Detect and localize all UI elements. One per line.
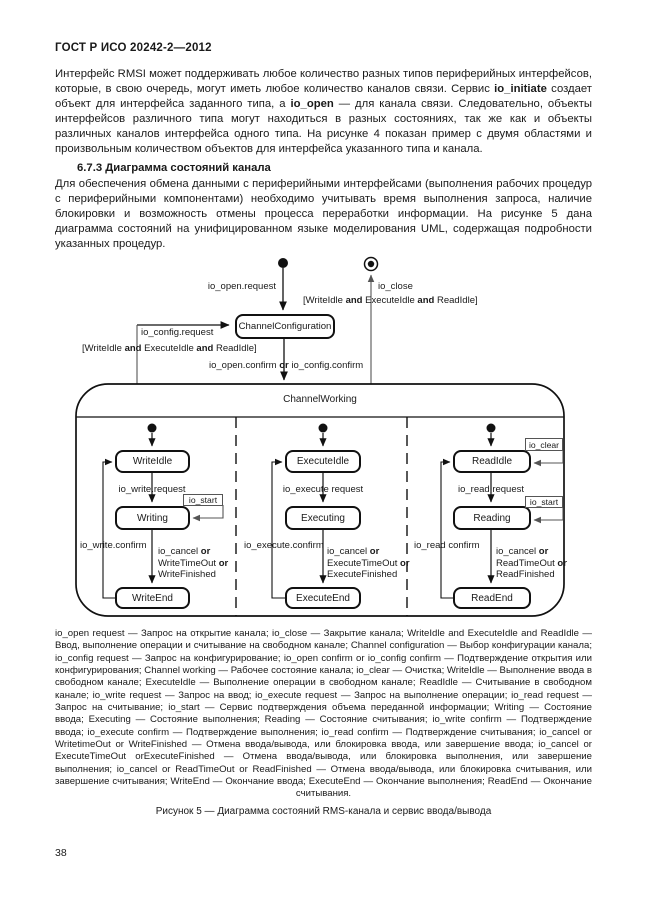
label-io-clear: io_clear: [525, 438, 563, 451]
state-reading: Reading: [453, 506, 531, 530]
state-write-idle: WriteIdle: [115, 450, 190, 473]
label-io-config-request: io_config.request: [141, 327, 214, 338]
state-executing: Executing: [285, 506, 361, 530]
label-io-execute-request: io_execute request: [282, 484, 364, 495]
top-transition-arrows: [137, 268, 288, 381]
label-io-start-read: io_start: [525, 496, 563, 508]
initial-state-icon: [278, 258, 288, 268]
document-header: ГОСТ Р ИСО 20242-2—2012: [55, 42, 212, 54]
state-channel-working-title: ChannelWorking: [283, 394, 357, 405]
label-write-cancel: io_cancel or WriteTimeOut or WriteFinish…: [158, 546, 229, 580]
state-write-end: WriteEnd: [115, 587, 190, 609]
state-execute-end: ExecuteEnd: [285, 587, 361, 609]
final-state-icon: [363, 256, 379, 272]
state-diagram: ChannelConfiguration ChannelWorking Writ…: [0, 230, 646, 625]
paragraph-intro: Интерфейс RMSI может поддерживать любое …: [55, 68, 593, 155]
label-io-read-confirm: io_read confirm: [414, 540, 480, 551]
paragraph-states: Для обеспечения обмена данными с перифер…: [55, 178, 592, 250]
label-execute-cancel: io_cancel or ExecuteTimeOut or ExecuteFi…: [327, 546, 410, 580]
label-io-close: io_close: [378, 281, 413, 292]
state-read-idle: ReadIdle: [453, 450, 531, 473]
region-initial-state-icons: [147, 423, 496, 433]
label-config-guard: [WriteIdle and ExecuteIdle and ReadIdle]: [82, 343, 257, 354]
state-execute-idle: ExecuteIdle: [285, 450, 361, 473]
state-read-end: ReadEnd: [453, 587, 531, 609]
label-io-open-request: io_open.request: [207, 281, 276, 292]
region-transition-arrows: [148, 433, 495, 584]
figure-legend: io_open request — Запрос на открытие кан…: [55, 628, 592, 800]
state-writing: Writing: [115, 506, 190, 530]
label-close-guard: [WriteIdle and ExecuteIdle and ReadIdle]: [303, 295, 478, 306]
label-read-cancel: io_cancel or ReadTimeOut or ReadFinished: [496, 546, 567, 580]
label-open-or-config-confirm: io_open.confirm or io_config.confirm: [209, 360, 364, 371]
label-io-write-request: io_write.request: [118, 484, 186, 495]
label-io-start-write: io_start: [183, 494, 223, 506]
figure-caption: Рисунок 5 — Диаграмма состояний RMS-кана…: [155, 806, 492, 817]
label-io-write-confirm: io_write.confirm: [80, 540, 147, 551]
diagram-lines: [75, 256, 565, 617]
page-number: 38: [55, 847, 67, 859]
label-io-read-request: io_read.request: [457, 484, 525, 495]
self-transition-loops: [192, 451, 564, 524]
state-channel-configuration: ChannelConfiguration: [235, 314, 335, 339]
confirm-return-arrows: [102, 458, 453, 599]
guarded-transition-lines: [136, 274, 375, 384]
label-io-execute-confirm: io_execute.confirm: [244, 540, 324, 551]
section-heading: 6.7.3 Диаграмма состояний канала: [77, 162, 271, 174]
region-dividers: [235, 417, 408, 616]
